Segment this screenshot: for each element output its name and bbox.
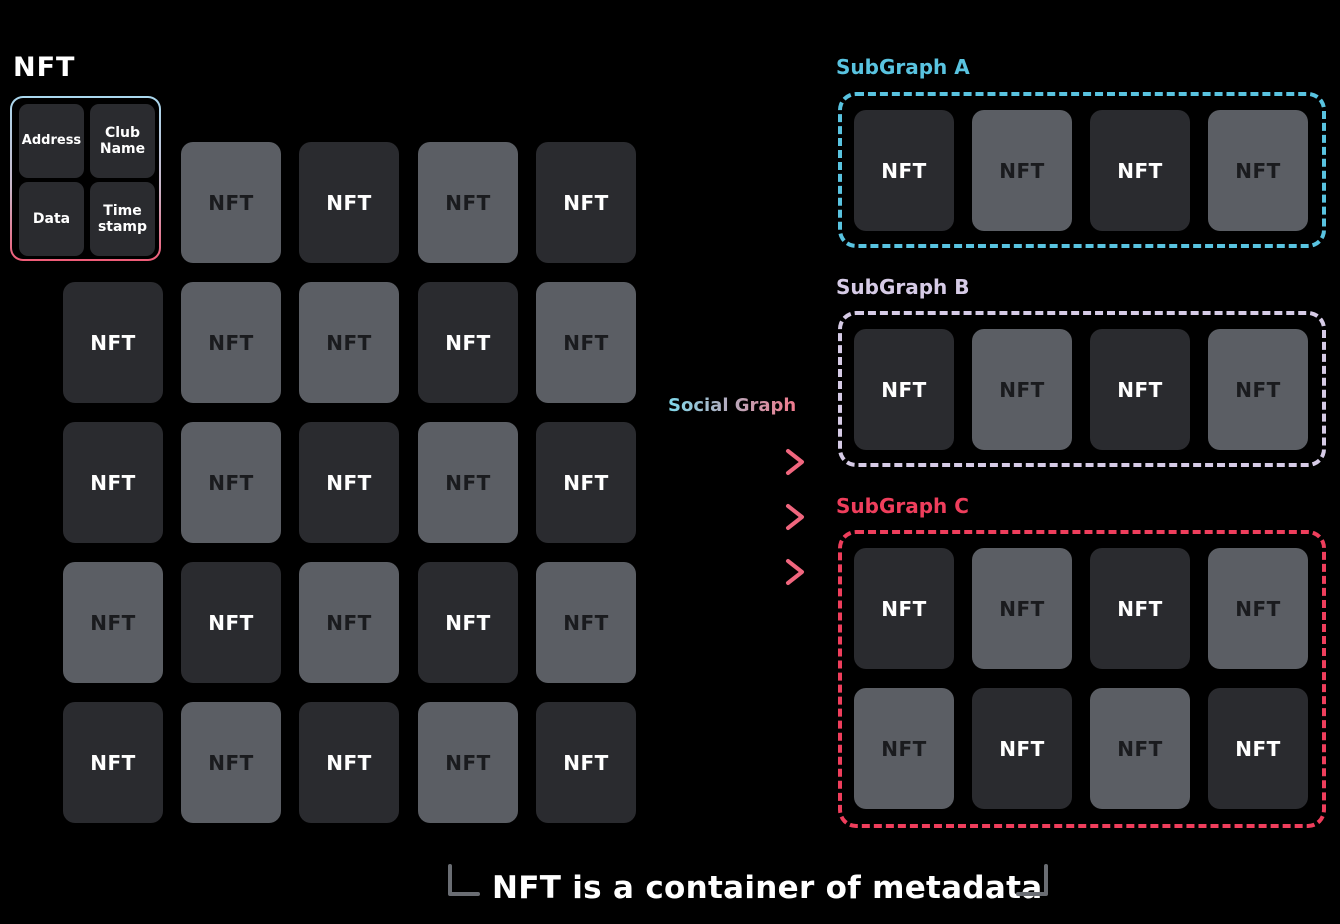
subgraph-nft-tile: NFT <box>1208 329 1308 450</box>
nft-tile: NFT <box>181 562 281 683</box>
subgraph-nft-tile: NFT <box>1090 688 1190 809</box>
nft-tile: NFT <box>299 142 399 263</box>
arrow-to-subgraph-c <box>668 559 804 585</box>
nft-title: NFT <box>13 52 76 83</box>
subgraph-nft-tile: NFT <box>1208 548 1308 669</box>
subgraph-nft-tile: NFT <box>854 329 954 450</box>
nft-metadata-inner: Address Club Name Data Time stamp <box>12 98 159 259</box>
nft-tile: NFT <box>299 562 399 683</box>
subgraph-nft-tile: NFT <box>1090 110 1190 231</box>
subgraph-nft-tile: NFT <box>1090 329 1190 450</box>
subgraph-label: SubGraph B <box>836 275 970 299</box>
social-graph-label: Social Graph <box>668 395 797 416</box>
nft-tile: NFT <box>299 702 399 823</box>
nft-tile: NFT <box>181 702 281 823</box>
nft-tile: NFT <box>536 422 636 543</box>
nft-tile: NFT <box>63 422 163 543</box>
subgraph-nft-tile: NFT <box>1208 110 1308 231</box>
subgraph-nft-tile: NFT <box>972 688 1072 809</box>
nft-tile: NFT <box>536 142 636 263</box>
nft-tile: NFT <box>536 282 636 403</box>
metadata-club-name: Club Name <box>90 104 155 178</box>
nft-tile: NFT <box>299 422 399 543</box>
caption-bracket-left <box>448 864 480 896</box>
subgraph-label: SubGraph C <box>836 494 969 518</box>
arrow-to-subgraph-b <box>668 504 804 530</box>
caption: NFT is a container of metadata <box>492 870 1043 906</box>
nft-tile: NFT <box>63 702 163 823</box>
metadata-data: Data <box>19 182 84 256</box>
subgraph-nft-tile: NFT <box>972 548 1072 669</box>
subgraph-box <box>838 311 1326 467</box>
subgraph-nft-tile: NFT <box>854 548 954 669</box>
nft-tile: NFT <box>536 702 636 823</box>
nft-tile: NFT <box>299 282 399 403</box>
nft-tile: NFT <box>418 702 518 823</box>
subgraph-nft-tile: NFT <box>854 688 954 809</box>
nft-tile: NFT <box>418 142 518 263</box>
subgraph-nft-tile: NFT <box>972 329 1072 450</box>
nft-metadata-card: Address Club Name Data Time stamp <box>10 96 161 261</box>
metadata-timestamp: Time stamp <box>90 182 155 256</box>
nft-tile: NFT <box>63 562 163 683</box>
nft-tile: NFT <box>418 422 518 543</box>
caption-bracket-right <box>1016 864 1048 896</box>
nft-tile: NFT <box>181 422 281 543</box>
subgraph-label: SubGraph A <box>836 55 970 79</box>
nft-tile: NFT <box>418 562 518 683</box>
subgraph-nft-tile: NFT <box>1208 688 1308 809</box>
nft-tile: NFT <box>63 282 163 403</box>
nft-tile: NFT <box>181 282 281 403</box>
subgraph-box <box>838 92 1326 248</box>
subgraph-nft-tile: NFT <box>854 110 954 231</box>
nft-tile: NFT <box>536 562 636 683</box>
nft-tile: NFT <box>418 282 518 403</box>
subgraph-box <box>838 530 1326 828</box>
subgraph-nft-tile: NFT <box>1090 548 1190 669</box>
arrow-to-subgraph-a <box>668 449 804 475</box>
nft-tile: NFT <box>181 142 281 263</box>
metadata-address: Address <box>19 104 84 178</box>
subgraph-nft-tile: NFT <box>972 110 1072 231</box>
